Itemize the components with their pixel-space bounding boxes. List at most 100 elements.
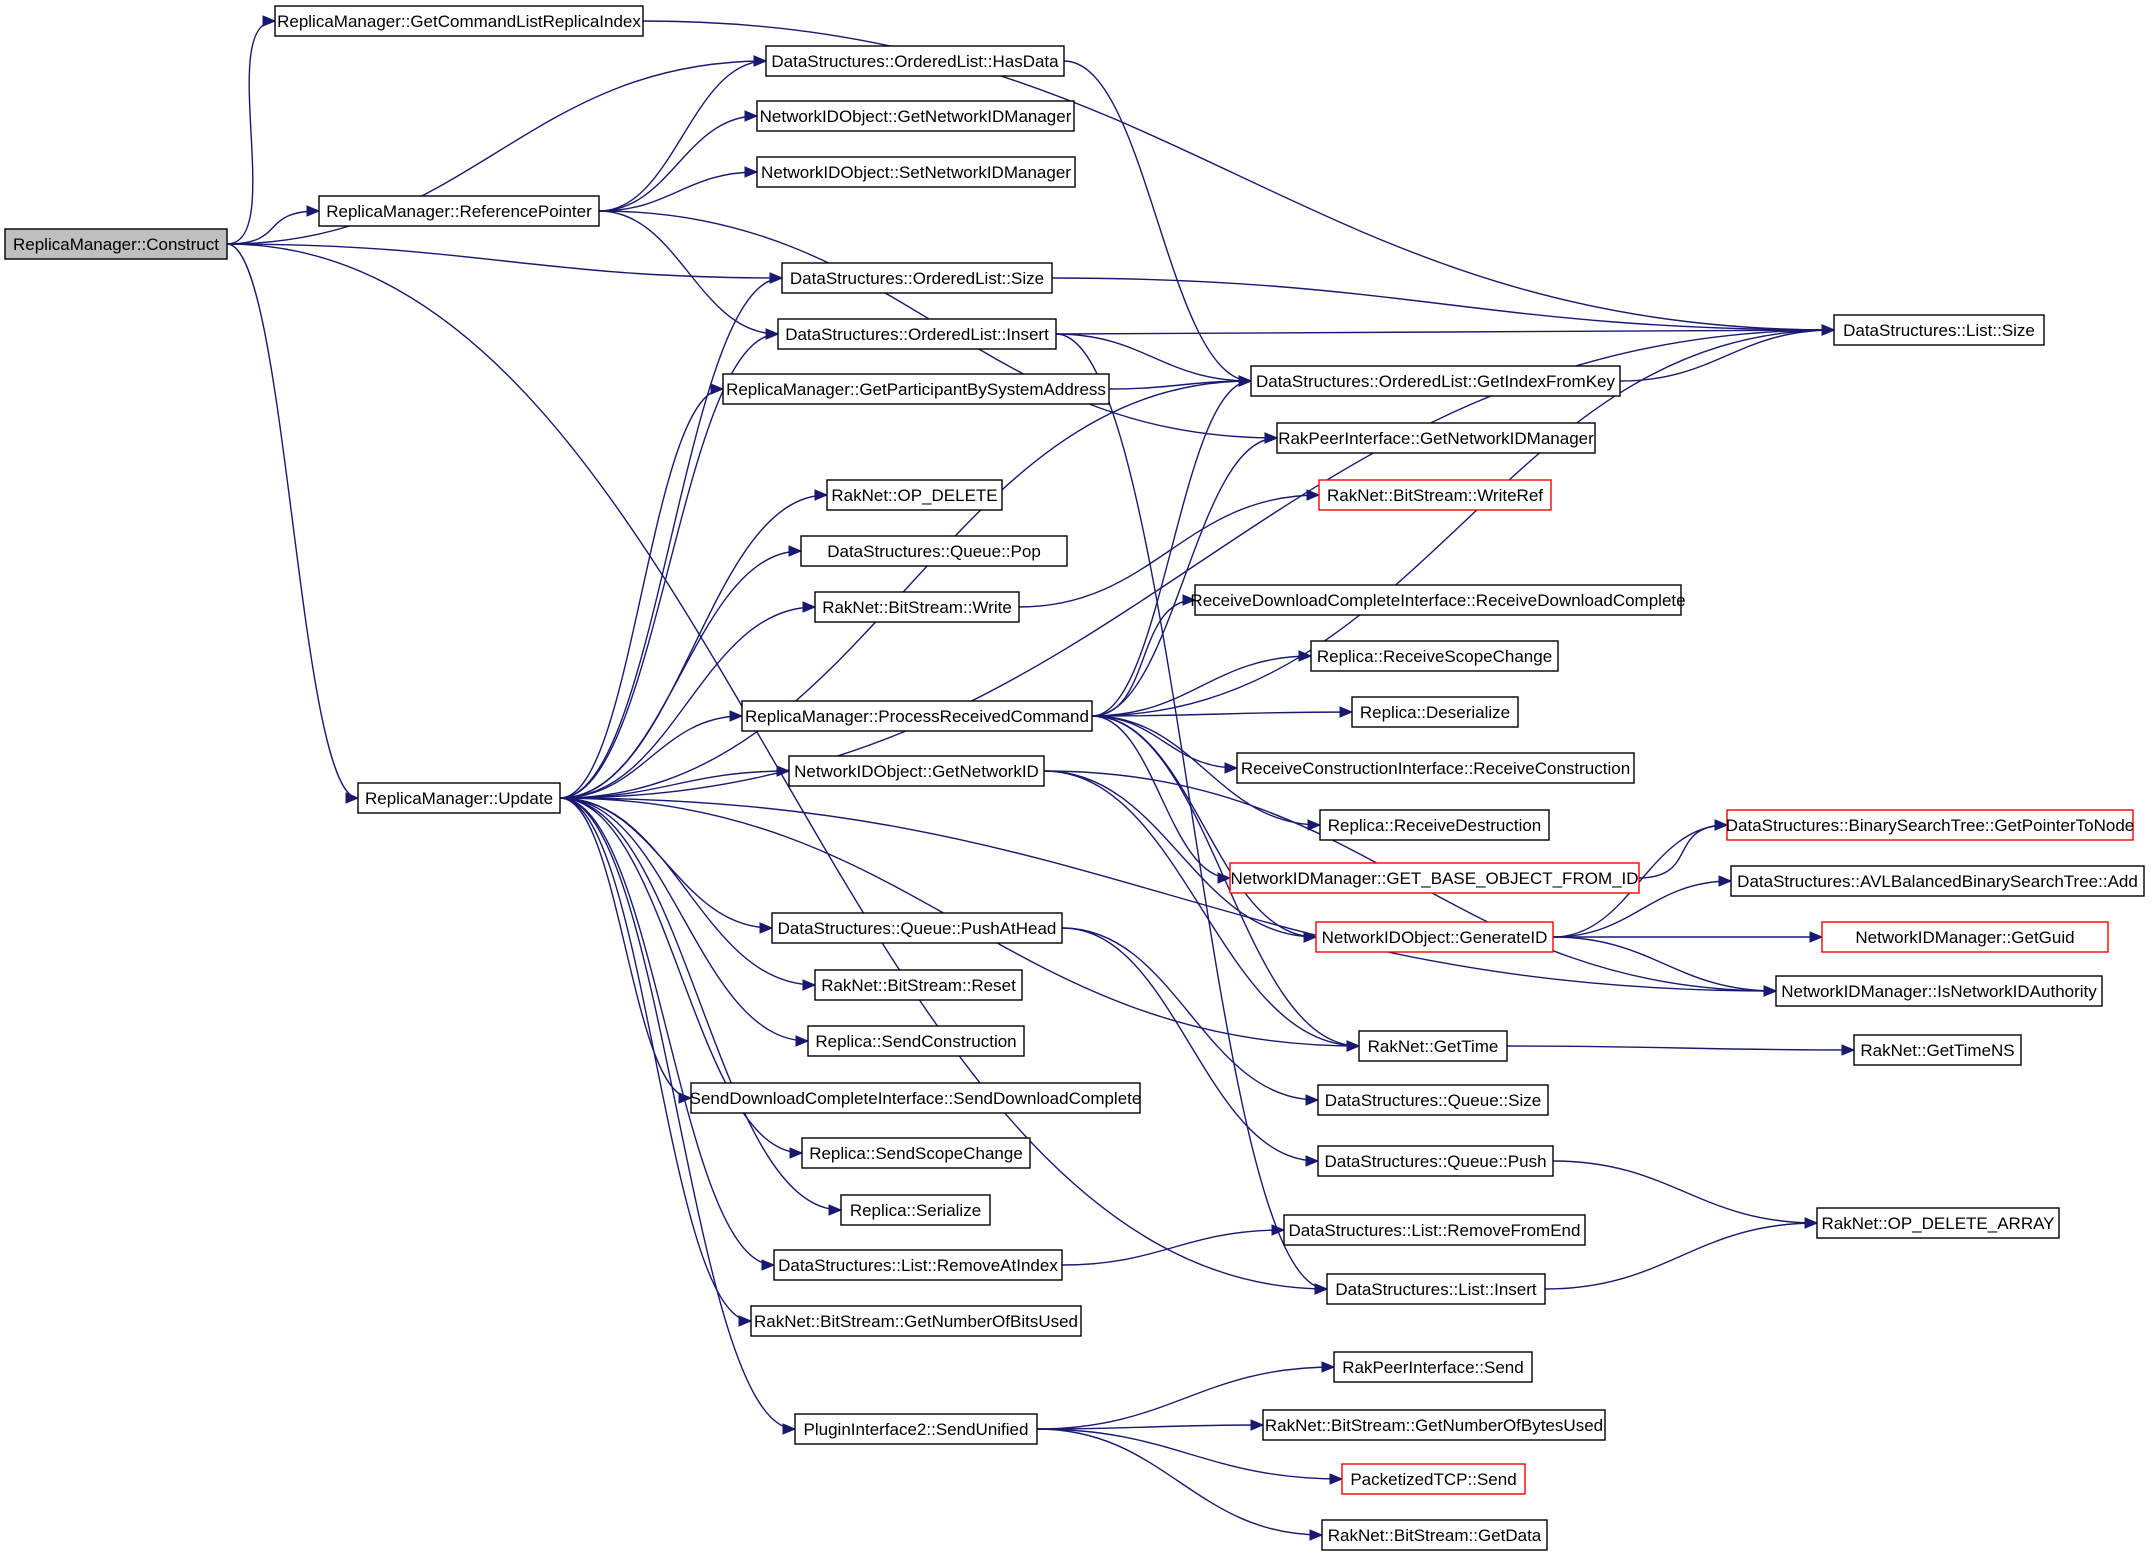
node-getguid[interactable]: NetworkIDManager::GetGuid <box>1821 921 2109 953</box>
node-numbytes[interactable]: RakNet::BitStream::GetNumberOfBytesUsed <box>1262 1409 1606 1441</box>
node-bstptn[interactable]: DataStructures::BinarySearchTree::GetPoi… <box>1726 809 2135 841</box>
node-opdelete[interactable]: RakNet::OP_DELETE <box>826 479 1003 511</box>
node-linsert[interactable]: DataStructures::List::Insert <box>1326 1273 1546 1305</box>
node-box-senddl[interactable] <box>690 1082 1141 1114</box>
node-box-numbytes[interactable] <box>1262 1409 1606 1441</box>
node-refptr[interactable]: ReplicaManager::ReferencePointer <box>318 195 600 227</box>
node-box-construct[interactable] <box>4 228 228 260</box>
node-procrecv[interactable]: ReplicaManager::ProcessReceivedCommand <box>741 700 1093 732</box>
node-box-getnidmgr_obj[interactable] <box>756 100 1075 132</box>
node-bswrite[interactable]: RakNet::BitStream::Write <box>814 591 1020 623</box>
node-box-serialize[interactable] <box>840 1194 991 1226</box>
node-box-recvdl[interactable] <box>1194 584 1682 616</box>
node-senddl[interactable]: SendDownloadCompleteInterface::SendDownl… <box>690 1082 1142 1114</box>
node-box-bstptn[interactable] <box>1726 809 2134 841</box>
node-box-refptr[interactable] <box>318 195 600 227</box>
node-box-bsreset[interactable] <box>814 969 1023 1001</box>
node-box-qpush[interactable] <box>1317 1145 1554 1177</box>
node-avladd[interactable]: DataStructures::AVLBalancedBinarySearchT… <box>1730 865 2145 897</box>
node-hasdata[interactable]: DataStructures::OrderedList::HasData <box>765 45 1065 77</box>
node-box-raksend[interactable] <box>1333 1351 1533 1383</box>
node-removeat[interactable]: DataStructures::List::RemoveAtIndex <box>773 1249 1063 1281</box>
node-box-getpart[interactable] <box>722 373 1110 405</box>
node-update[interactable]: ReplicaManager::Update <box>357 782 561 814</box>
node-sendunified[interactable]: PluginInterface2::SendUnified <box>794 1413 1038 1445</box>
node-box-getidx[interactable] <box>1250 365 1621 397</box>
node-box-opdelete[interactable] <box>826 479 1003 511</box>
node-box-sendscope[interactable] <box>801 1137 1031 1169</box>
node-construct[interactable]: ReplicaManager::Construct <box>4 228 228 260</box>
node-box-genid[interactable] <box>1315 921 1554 953</box>
node-getbase[interactable]: NetworkIDManager::GET_BASE_OBJECT_FROM_I… <box>1229 862 1640 894</box>
node-gettimens[interactable]: RakNet::GetTimeNS <box>1853 1034 2022 1066</box>
node-box-bswrite[interactable] <box>814 591 1020 623</box>
node-lsize[interactable]: DataStructures::List::Size <box>1833 314 2045 346</box>
node-getdata[interactable]: RakNet::BitStream::GetData <box>1321 1519 1548 1551</box>
node-recvscope[interactable]: Replica::ReceiveScopeChange <box>1310 640 1559 672</box>
node-qsize[interactable]: DataStructures::Queue::Size <box>1317 1084 1549 1116</box>
node-box-opdelarr[interactable] <box>1816 1207 2060 1239</box>
node-box-sendunified[interactable] <box>794 1413 1038 1445</box>
node-pushhead[interactable]: DataStructures::Queue::PushAtHead <box>771 912 1063 944</box>
node-box-deser[interactable] <box>1351 696 1519 728</box>
node-deser[interactable]: Replica::Deserialize <box>1351 696 1519 728</box>
node-genid[interactable]: NetworkIDObject::GenerateID <box>1315 921 1554 953</box>
node-sendscope[interactable]: Replica::SendScopeChange <box>801 1137 1031 1169</box>
node-serialize[interactable]: Replica::Serialize <box>840 1194 991 1226</box>
node-box-olsize[interactable] <box>781 262 1053 294</box>
node-gettime[interactable]: RakNet::GetTime <box>1358 1030 1508 1062</box>
node-sendcons[interactable]: Replica::SendConstruction <box>807 1025 1025 1057</box>
node-box-getcmd[interactable] <box>274 5 644 37</box>
node-getnidmgr_obj[interactable]: NetworkIDObject::GetNetworkIDManager <box>756 100 1075 132</box>
node-box-removeend[interactable] <box>1283 1214 1586 1246</box>
node-olinsert[interactable]: DataStructures::OrderedList::Insert <box>777 318 1057 350</box>
node-box-getbase[interactable] <box>1229 862 1640 894</box>
node-box-linsert[interactable] <box>1326 1273 1546 1305</box>
node-writeref[interactable]: RakNet::BitStream::WriteRef <box>1318 479 1552 511</box>
node-opdelarr[interactable]: RakNet::OP_DELETE_ARRAY <box>1816 1207 2060 1239</box>
node-setnidmgr[interactable]: NetworkIDObject::SetNetworkIDManager <box>756 156 1076 188</box>
node-box-pushhead[interactable] <box>771 912 1063 944</box>
node-qpop[interactable]: DataStructures::Queue::Pop <box>800 535 1068 567</box>
node-isauth[interactable]: NetworkIDManager::IsNetworkIDAuthority <box>1775 975 2103 1007</box>
node-box-writeref[interactable] <box>1318 479 1552 511</box>
node-ptcpsend[interactable]: PacketizedTCP::Send <box>1341 1463 1526 1495</box>
node-box-update[interactable] <box>357 782 561 814</box>
node-getcmd[interactable]: ReplicaManager::GetCommandListReplicaInd… <box>274 5 644 37</box>
node-box-recvcons[interactable] <box>1236 752 1635 784</box>
node-box-lsize[interactable] <box>1833 314 2045 346</box>
node-box-ptcpsend[interactable] <box>1341 1463 1526 1495</box>
node-box-getdata[interactable] <box>1321 1519 1548 1551</box>
node-getnid[interactable]: NetworkIDObject::GetNetworkID <box>788 755 1045 787</box>
node-raksend[interactable]: RakPeerInterface::Send <box>1333 1351 1533 1383</box>
node-recvdestr[interactable]: Replica::ReceiveDestruction <box>1319 809 1550 841</box>
node-box-rakgetnid[interactable] <box>1276 422 1596 454</box>
node-box-getguid[interactable] <box>1821 921 2109 953</box>
node-box-isauth[interactable] <box>1775 975 2103 1007</box>
node-recvcons[interactable]: ReceiveConstructionInterface::ReceiveCon… <box>1236 752 1635 784</box>
node-box-recvscope[interactable] <box>1310 640 1559 672</box>
node-box-removeat[interactable] <box>773 1249 1063 1281</box>
node-box-gettime[interactable] <box>1358 1030 1508 1062</box>
node-olsize[interactable]: DataStructures::OrderedList::Size <box>781 262 1053 294</box>
node-box-gettimens[interactable] <box>1853 1034 2022 1066</box>
node-box-numbits[interactable] <box>750 1305 1082 1337</box>
node-box-avladd[interactable] <box>1730 865 2145 897</box>
node-getidx[interactable]: DataStructures::OrderedList::GetIndexFro… <box>1250 365 1621 397</box>
node-rakgetnid[interactable]: RakPeerInterface::GetNetworkIDManager <box>1276 422 1596 454</box>
node-box-hasdata[interactable] <box>765 45 1065 77</box>
node-recvdl[interactable]: ReceiveDownloadCompleteInterface::Receiv… <box>1190 584 1686 616</box>
node-box-procrecv[interactable] <box>741 700 1093 732</box>
node-numbits[interactable]: RakNet::BitStream::GetNumberOfBitsUsed <box>750 1305 1082 1337</box>
node-removeend[interactable]: DataStructures::List::RemoveFromEnd <box>1283 1214 1586 1246</box>
node-box-recvdestr[interactable] <box>1319 809 1550 841</box>
node-getpart[interactable]: ReplicaManager::GetParticipantBySystemAd… <box>722 373 1110 405</box>
node-qpush[interactable]: DataStructures::Queue::Push <box>1317 1145 1554 1177</box>
node-box-olinsert[interactable] <box>777 318 1057 350</box>
node-bsreset[interactable]: RakNet::BitStream::Reset <box>814 969 1023 1001</box>
node-box-sendcons[interactable] <box>807 1025 1025 1057</box>
node-box-setnidmgr[interactable] <box>756 156 1076 188</box>
node-box-qsize[interactable] <box>1317 1084 1549 1116</box>
node-box-qpop[interactable] <box>800 535 1068 567</box>
node-box-getnid[interactable] <box>788 755 1045 787</box>
